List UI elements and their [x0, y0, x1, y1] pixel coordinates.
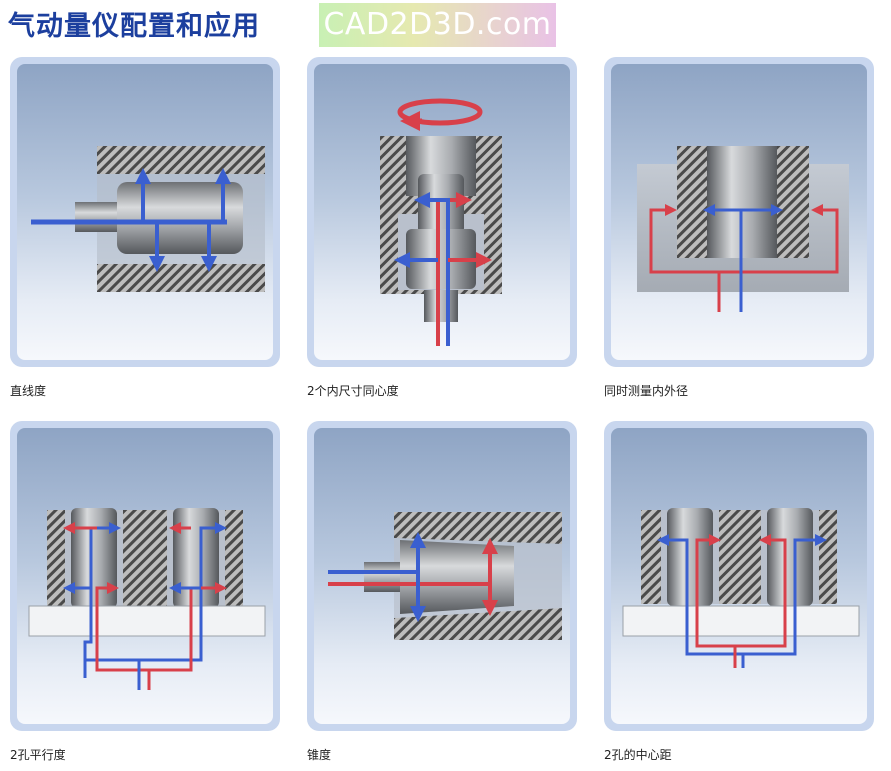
brand-watermark: CAD2D3D.com — [319, 3, 556, 47]
caption-parallelism: 2孔平行度 — [10, 748, 66, 762]
caption-center-distance: 2孔的中心距 — [604, 748, 672, 762]
diagram-id-od — [637, 146, 849, 312]
panel-id-od — [604, 57, 874, 367]
diagram-concentricity — [380, 98, 502, 346]
panel-taper — [307, 421, 577, 731]
caption-taper: 锥度 — [307, 748, 332, 762]
caption-straightness: 直线度 — [10, 384, 47, 398]
diagram-center-distance — [622, 508, 860, 668]
panel-parallelism — [10, 421, 280, 731]
header: 气动量仪配置和应用 CAD2D3D.com — [0, 0, 891, 50]
panel-center-distance — [604, 421, 874, 731]
diagram-straightness — [31, 146, 265, 292]
caption-id-od: 同时测量内外径 — [604, 384, 689, 398]
diagram-taper — [328, 512, 562, 640]
caption-concentricity: 2个内尺寸同心度 — [307, 384, 399, 398]
diagram-parallelism — [28, 508, 266, 690]
panel-concentricity — [307, 57, 577, 367]
panel-straightness — [10, 57, 280, 367]
page-title: 气动量仪配置和应用 — [8, 11, 260, 42]
